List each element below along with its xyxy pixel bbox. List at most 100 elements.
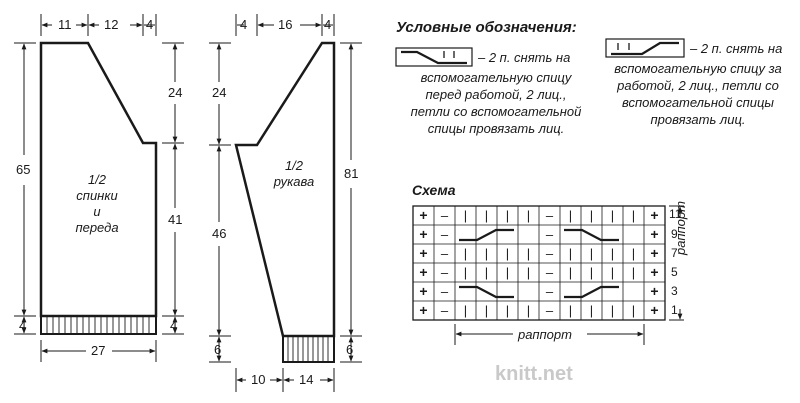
chart-cell-symbol: +	[419, 283, 427, 299]
chart-cell-symbol: |	[590, 303, 593, 318]
chart-cell-symbol: |	[527, 303, 530, 318]
front-back-label: 1/2 спинки и переда	[62, 172, 132, 236]
fb-bottom-dim: 27	[91, 343, 106, 358]
chart-cell-symbol: |	[590, 208, 593, 223]
chart-cell-symbol: |	[569, 265, 572, 280]
chart-cell-symbol: –	[546, 303, 554, 318]
chart-row-3: 3	[671, 284, 678, 298]
chart-cell-symbol: |	[611, 265, 614, 280]
sleeve-piece	[234, 41, 336, 363]
sleeve-label: 1/2 рукава	[262, 158, 326, 190]
chart-cell-symbol: –	[546, 246, 554, 261]
legend-item1-line4: петли со вспомогательной	[410, 104, 582, 119]
chart-cell-symbol: |	[485, 265, 488, 280]
chart-cell-symbol: |	[527, 265, 530, 280]
chart-cell-symbol: |	[464, 303, 467, 318]
fb-right-dim-body: 41	[168, 212, 183, 227]
fb-label-line-2: спинки	[76, 188, 118, 203]
chart-row-7: 7	[671, 246, 678, 260]
chart-symbols: +–||||–||||++––++–||||–||||++–||||–||||+…	[419, 207, 658, 318]
chart-cell-symbol: –	[441, 303, 449, 318]
chart-cell-symbol: |	[485, 303, 488, 318]
chart-cell-symbol: |	[590, 265, 593, 280]
chart-cell-symbol: |	[632, 246, 635, 261]
pattern-chart-grid	[412, 205, 684, 345]
chart-cell-symbol: |	[506, 208, 509, 223]
fb-label-line-3: и	[93, 204, 101, 219]
legend-item2-line2: вспомогательную спицу за	[614, 61, 782, 76]
chart-cell-symbol: +	[419, 302, 427, 318]
chart-row-5: 5	[671, 265, 678, 279]
chart-cell-symbol: |	[611, 246, 614, 261]
fb-top-dim-1: 11	[58, 17, 72, 32]
sl-left-dim-rib: 6	[214, 342, 222, 357]
chart-cell-symbol: –	[546, 265, 554, 280]
chart-cell-symbol: –	[441, 208, 449, 223]
chart-cell-symbol: –	[546, 208, 554, 223]
chart-cell-symbol: +	[650, 264, 658, 280]
sl-left-dim-arm: 46	[212, 226, 227, 241]
chart-cell-symbol: |	[632, 303, 635, 318]
legend-item1-line1: – 2 п. снять на	[478, 50, 571, 65]
front-back-rib	[40, 315, 157, 335]
sleeve-dimensions	[209, 14, 362, 392]
sl-label-line-1: 1/2	[284, 158, 304, 173]
chart-cell-symbol: |	[506, 265, 509, 280]
chart-title: Схема	[412, 182, 456, 198]
chart-cell-symbol: |	[485, 208, 488, 223]
legend-item2-line4: вспомогательной спицы	[622, 95, 774, 110]
chart-row-11: 11	[669, 207, 682, 221]
sl-label-line-2: рукава	[273, 174, 315, 189]
sl-top-dim-1: 4	[240, 17, 248, 32]
sl-right-dim-rib: 6	[346, 342, 354, 357]
legend-item2-line5: провязать лиц.	[650, 112, 746, 127]
chart-cell-symbol: +	[650, 226, 658, 242]
legend-item2-line3: работой, 2 лиц., петли со	[617, 78, 779, 93]
chart-cell-symbol: –	[441, 265, 449, 280]
front-back-dimensions	[14, 14, 184, 362]
chart-cell-symbol: |	[569, 303, 572, 318]
chart-cell-symbol: +	[650, 302, 658, 318]
fb-right-dim-armhole: 24	[168, 85, 183, 100]
chart-cell-symbol: |	[611, 208, 614, 223]
front-back-rib-hatch	[46, 317, 150, 333]
chart-cell-symbol: +	[650, 283, 658, 299]
chart-cell-symbol: |	[590, 246, 593, 261]
legend-item2-line1: – 2 п. снять на	[690, 41, 783, 56]
chart-cell-symbol: |	[527, 246, 530, 261]
chart-cell-symbol: –	[441, 246, 449, 261]
legend-item1-line3: перед работой, 2 лиц.,	[425, 87, 567, 102]
chart-cell-symbol: +	[419, 264, 427, 280]
chart-cable-crossings	[459, 228, 619, 299]
fb-right-dim-rib: 4	[170, 318, 178, 333]
fb-left-dim-rib: 4	[19, 318, 27, 333]
sl-top-dim-2: 16	[278, 17, 293, 32]
fb-top-dim-3: 4	[146, 17, 154, 32]
chart-side-repeat-label: раппорт	[673, 201, 688, 255]
sl-left-dim-cap: 24	[212, 85, 227, 100]
chart-repeat-brackets	[454, 205, 684, 345]
fb-label-line-4: переда	[75, 220, 119, 235]
chart-cell-symbol: |	[464, 265, 467, 280]
chart-cell-symbol: |	[464, 208, 467, 223]
chart-cell-symbol: |	[485, 246, 488, 261]
fb-top-dim-2: 12	[104, 17, 119, 32]
chart-cell-symbol: –	[441, 284, 449, 299]
chart-cell-symbol: +	[419, 245, 427, 261]
legend-item2-rest: вспомогательную спицу за работой, 2 лиц.…	[600, 60, 796, 128]
chart-cell-symbol: |	[569, 208, 572, 223]
front-back-piece	[39, 41, 158, 335]
sleeve-rib-hatch	[287, 337, 329, 361]
chart-cell-symbol: |	[506, 303, 509, 318]
chart-row-1: 1	[671, 303, 678, 317]
chart-cell-symbol: +	[650, 245, 658, 261]
legend-item1-line2: вспомогательную спицу	[420, 70, 572, 85]
chart-cell-symbol: +	[419, 207, 427, 223]
chart-row-9: 9	[671, 227, 678, 241]
legend-title: Условные обозначения:	[396, 19, 577, 36]
chart-cell-symbol: –	[546, 284, 554, 299]
sleeve-rib	[282, 335, 335, 363]
chart-bottom-repeat-label: раппорт	[518, 327, 572, 342]
